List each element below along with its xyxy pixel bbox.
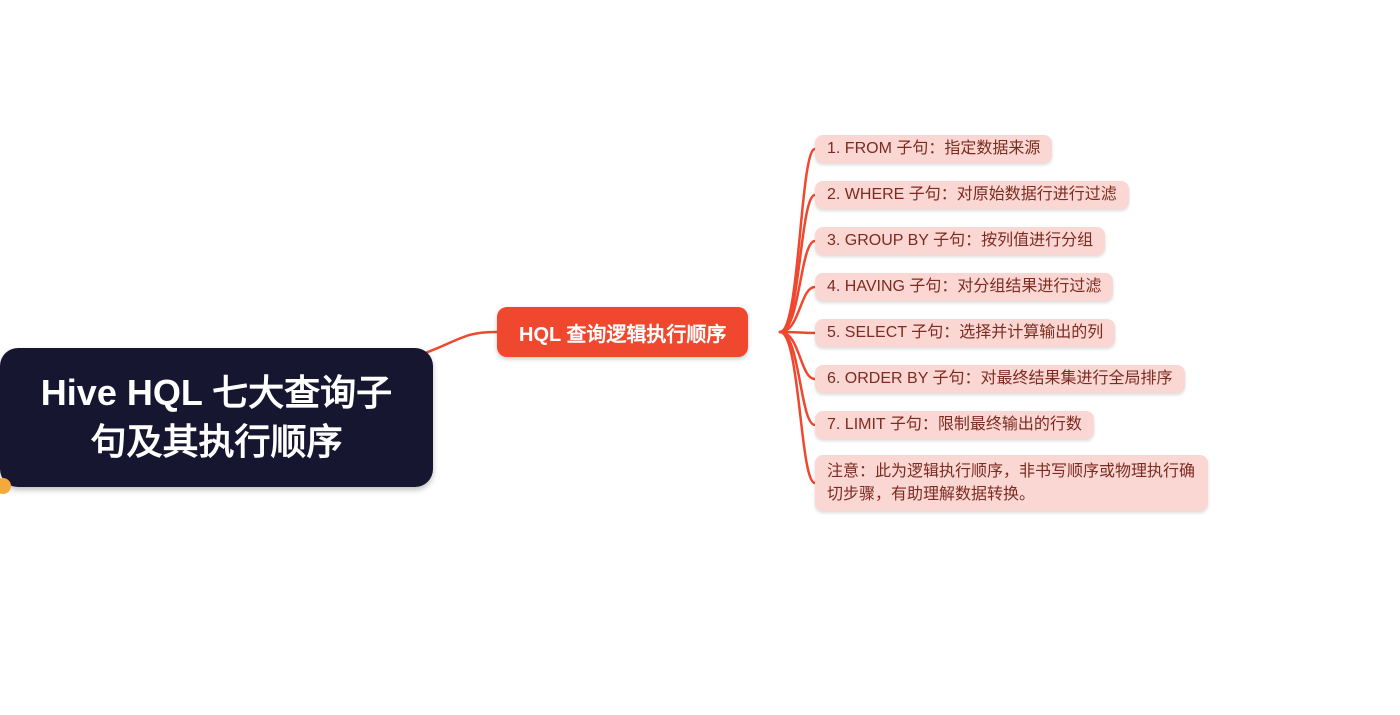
child-node-limit[interactable]: 7. LIMIT 子句：限制最终输出的行数 — [815, 411, 1094, 439]
child-node-having[interactable]: 4. HAVING 子句：对分组结果进行过滤 — [815, 273, 1114, 301]
connector-branch-child-2 — [778, 193, 817, 334]
child-node-select-label: 5. SELECT 子句：选择并计算输出的列 — [827, 324, 1104, 341]
child-node-group-by-label: 3. GROUP BY 子句：按列值进行分组 — [827, 232, 1094, 249]
root-node[interactable]: Hive HQL 七大查询子 句及其执行顺序 — [0, 348, 433, 487]
child-node-from-label: 1. FROM 子句：指定数据来源 — [827, 140, 1041, 157]
child-node-from[interactable]: 1. FROM 子句：指定数据来源 — [815, 135, 1053, 163]
connector-branch-child-3 — [778, 239, 817, 334]
child-node-note[interactable]: 注意：此为逻辑执行顺序，非书写顺序或物理执行确切步骤，有助理解数据转换。 — [815, 455, 1208, 511]
branch-node-hql-logical-order[interactable]: HQL 查询逻辑执行顺序 — [497, 307, 749, 357]
decoration-dot — [0, 478, 11, 494]
child-node-select[interactable]: 5. SELECT 子句：选择并计算输出的列 — [815, 319, 1116, 347]
branch-node-label: HQL 查询逻辑执行顺序 — [519, 323, 727, 346]
connector-branch-child-7 — [778, 330, 817, 427]
connector-branch-child-8 — [778, 330, 817, 485]
child-node-order-by[interactable]: 6. ORDER BY 子句：对最终结果集进行全局排序 — [815, 365, 1185, 393]
child-node-having-label: 4. HAVING 子句：对分组结果进行过滤 — [827, 278, 1102, 295]
child-node-order-by-label: 6. ORDER BY 子句：对最终结果集进行全局排序 — [827, 370, 1173, 387]
root-node-label: Hive HQL 七大查询子 句及其执行顺序 — [40, 371, 393, 462]
connector-branch-child-1 — [778, 147, 817, 334]
child-node-note-label: 注意：此为逻辑执行顺序，非书写顺序或物理执行确切步骤，有助理解数据转换。 — [827, 463, 1196, 503]
connector-branch-child-4 — [778, 285, 817, 334]
child-node-group-by[interactable]: 3. GROUP BY 子句：按列值进行分组 — [815, 227, 1106, 255]
child-node-where[interactable]: 2. WHERE 子句：对原始数据行进行过滤 — [815, 181, 1129, 209]
child-node-where-label: 2. WHERE 子句：对原始数据行进行过滤 — [827, 186, 1117, 203]
child-node-limit-label: 7. LIMIT 子句：限制最终输出的行数 — [827, 416, 1082, 433]
